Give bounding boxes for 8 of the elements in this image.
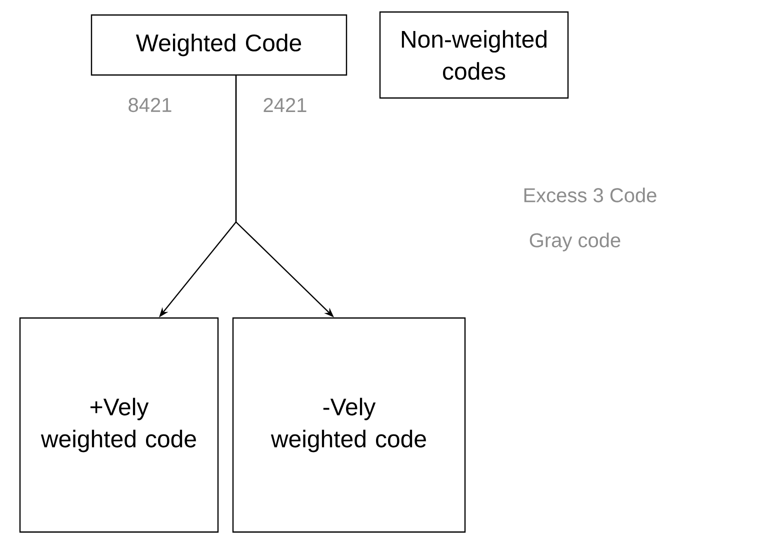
code-box: Weighted Code — [90, 14, 348, 76]
code-label: 2421 — [264, 98, 306, 112]
code-box: +Vely weighted code — [19, 317, 219, 533]
code-label: Gray code — [530, 232, 620, 252]
code-label: 8421 — [128, 98, 172, 112]
code-box: Non-weighted codes — [379, 11, 569, 99]
code-label: Excess 3 Code — [524, 188, 656, 202]
code-box: -Vely weighted code — [232, 317, 466, 533]
